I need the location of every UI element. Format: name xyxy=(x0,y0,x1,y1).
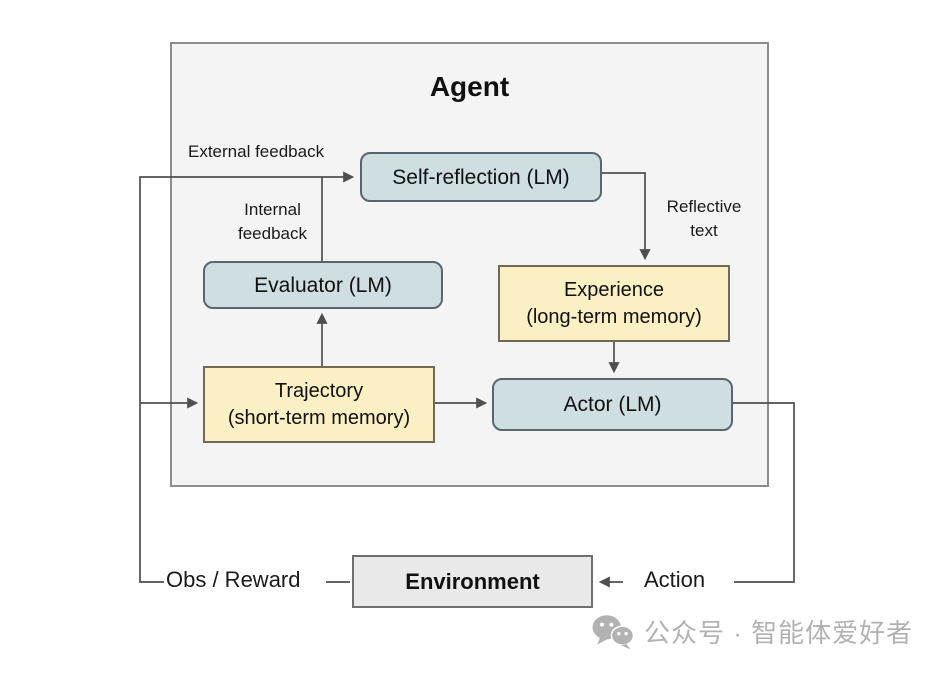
self-reflection-label: Self-reflection (LM) xyxy=(392,165,570,189)
actor-node: Actor (LM) xyxy=(492,378,733,431)
experience-sublabel: (long-term memory) xyxy=(526,305,702,328)
evaluator-node: Evaluator (LM) xyxy=(203,261,443,309)
watermark-text: 公众号 · 智能体爱好者 xyxy=(644,618,914,648)
environment-label: Environment xyxy=(405,568,540,594)
experience-label: Experience xyxy=(563,278,665,301)
agent-title: Agent xyxy=(429,71,510,102)
self-reflection-node: Self-reflection (LM) xyxy=(360,152,602,202)
environment-node: Environment xyxy=(352,555,593,608)
reflective-text-label: Reflective text xyxy=(666,197,742,240)
evaluator-label: Evaluator (LM) xyxy=(254,273,392,297)
action-label: Action xyxy=(644,567,706,592)
trajectory-sublabel: (short-term memory) xyxy=(227,406,411,429)
internal-feedback-label: Internal feedback xyxy=(238,200,307,243)
experience-node: Experience (long-term memory) xyxy=(498,265,730,342)
external-feedback-label: External feedback xyxy=(188,142,325,161)
actor-label: Actor (LM) xyxy=(563,393,662,416)
watermark: 公众号 · 智能体爱好者 xyxy=(592,613,913,650)
trajectory-label: Trajectory xyxy=(274,379,364,402)
trajectory-node: Trajectory (short-term memory) xyxy=(203,366,435,443)
obs-reward-label: Obs / Reward xyxy=(166,567,301,592)
wechat-icon xyxy=(592,614,634,649)
